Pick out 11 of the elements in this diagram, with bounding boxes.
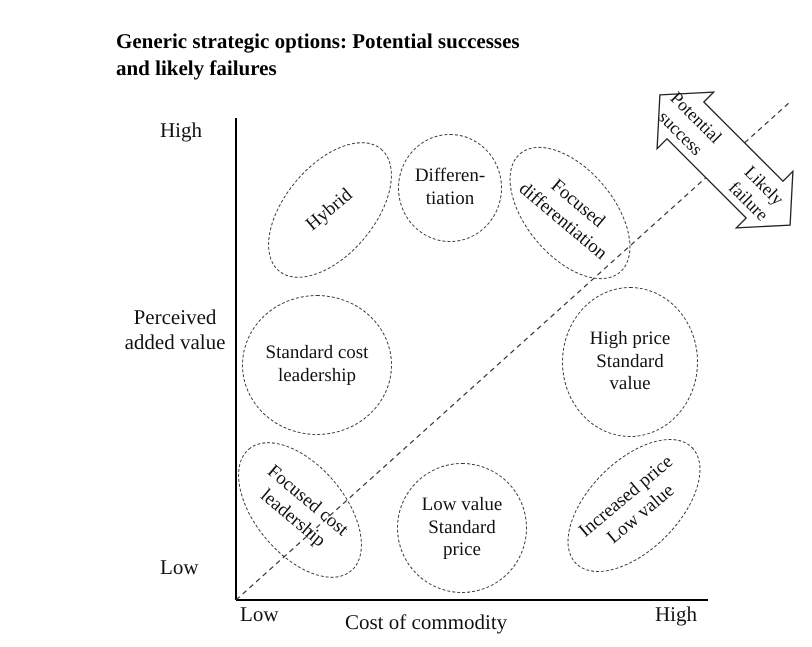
axis-title: Cost of commodity bbox=[345, 610, 508, 636]
axis-title: Perceived added value bbox=[124, 305, 226, 356]
strategy-ellipse: High price Standard value bbox=[562, 287, 698, 437]
axis-tick-label: Low bbox=[240, 602, 280, 628]
axis-tick-label: High bbox=[655, 602, 698, 628]
title: Generic strategic options: Potential successes and likely failures bbox=[116, 28, 521, 82]
axis-tick-label: Low bbox=[160, 555, 200, 580]
axis-tick-label: High bbox=[160, 118, 203, 144]
strategy-ellipse: Low value Standard price bbox=[397, 463, 527, 593]
strategy-ellipse: Standard cost leadership bbox=[242, 295, 392, 435]
strategy-ellipse: Differen-tiation bbox=[398, 134, 502, 242]
